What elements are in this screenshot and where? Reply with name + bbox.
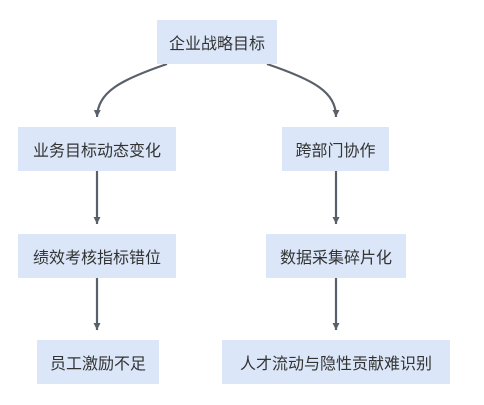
arrow-root-to-left-1	[93, 62, 168, 118]
node-right-3-label: 人才流动与隐性贡献难识别	[239, 354, 432, 373]
node-right-1-label: 跨部门协作	[295, 141, 376, 160]
arrow-root-to-right-1	[266, 62, 340, 118]
node-right-1: 跨部门协作	[282, 127, 389, 171]
node-left-1: 业务目标动态变化	[18, 127, 176, 171]
node-left-2: 绩效考核指标错位	[18, 234, 176, 278]
node-left-3: 员工激励不足	[37, 340, 159, 384]
node-left-2-label: 绩效考核指标错位	[32, 248, 161, 267]
node-right-2: 数据采集碎片化	[266, 234, 406, 278]
node-root-label: 企业战略目标	[168, 34, 265, 53]
node-right-2-label: 数据采集碎片化	[279, 248, 392, 267]
node-left-3-label: 员工激励不足	[49, 354, 146, 373]
node-right-3: 人才流动与隐性贡献难识别	[222, 340, 450, 384]
node-root: 企业战略目标	[157, 20, 277, 64]
node-left-1-label: 业务目标动态变化	[32, 141, 161, 160]
